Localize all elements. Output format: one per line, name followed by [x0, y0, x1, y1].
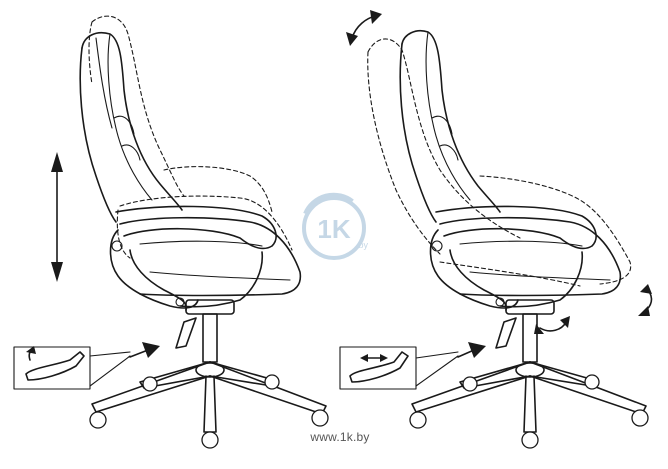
reclined-backrest-outline: [367, 38, 521, 239]
caster-wheel: [142, 376, 158, 392]
tilt-rotate-arrow-icon: [346, 10, 382, 46]
tilt-tension-arrow-icon: [534, 316, 570, 334]
tilt-lever: [495, 317, 517, 349]
gas-lift: [522, 313, 538, 363]
caster-wheel: [584, 374, 600, 390]
armrest: [115, 205, 277, 250]
seat: [119, 216, 302, 297]
caster-wheel: [521, 431, 539, 449]
right-chair-figure: [339, 10, 653, 449]
gas-lift: [202, 313, 218, 363]
watermark-logo: 1K .by: [302, 192, 369, 260]
horizontal-double-arrow-icon: [360, 354, 388, 362]
pointer-arrow-icon: [457, 342, 486, 358]
raised-backrest-outline: [91, 15, 185, 197]
gas-lift-lever-icon: [25, 351, 85, 381]
star-base: [411, 361, 647, 433]
caster-wheel: [462, 376, 478, 392]
gas-lift-lever: [175, 317, 197, 349]
tilt-lever-icon: [349, 351, 409, 383]
height-adjust-arrow-icon: [51, 152, 63, 282]
caster-wheel: [201, 431, 219, 449]
star-base: [91, 361, 327, 433]
caster-wheel: [89, 411, 107, 429]
backrest: [81, 32, 183, 211]
caster-wheel: [311, 409, 329, 427]
caster-wheel: [409, 411, 427, 429]
caster-wheel: [631, 409, 649, 427]
left-chair-figure: [13, 15, 329, 449]
caster-wheel: [264, 374, 280, 390]
backrest: [401, 29, 501, 213]
watermark-url: www.1k.by: [310, 430, 370, 444]
armrest: [435, 205, 597, 250]
tilted-seat-outline: [479, 175, 632, 285]
lever-inset: [339, 346, 459, 390]
seat: [439, 216, 622, 297]
seat-tilt-arrow-icon: [638, 284, 653, 316]
raised-seat-outline: [163, 166, 273, 213]
lever-inset: [13, 346, 131, 390]
watermark-logo-suffix: .by: [356, 240, 369, 250]
pointer-arrow-icon: [129, 342, 160, 358]
watermark-logo-text: 1K: [317, 214, 350, 244]
